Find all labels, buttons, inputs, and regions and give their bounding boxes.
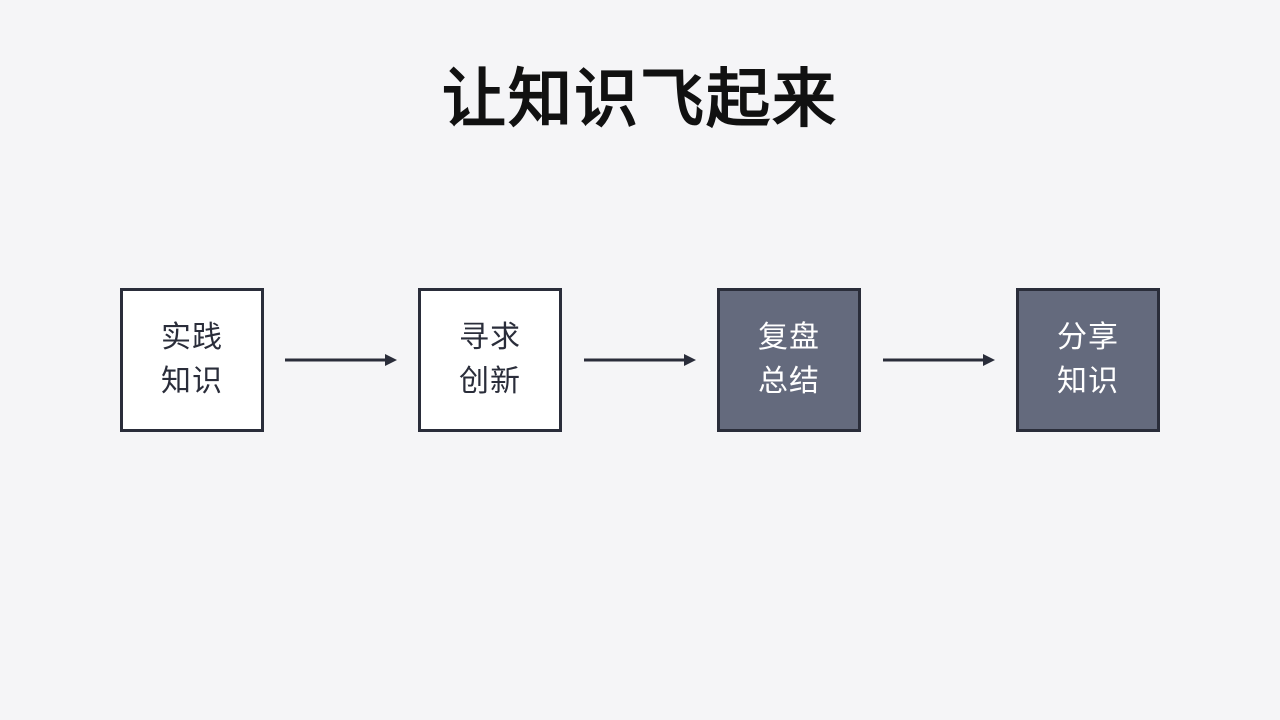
step-label-line2: 总结 bbox=[758, 364, 820, 399]
step-label-line2: 知识 bbox=[1057, 364, 1119, 399]
step-label-line2: 创新 bbox=[459, 364, 521, 399]
step-label-line2: 知识 bbox=[161, 364, 223, 399]
page-title: 让知识飞起来 bbox=[442, 63, 838, 137]
step-label-line1: 寻求 bbox=[459, 320, 521, 355]
step-label-line1: 复盘 bbox=[758, 320, 820, 355]
step-review-summary: 复盘 总结 bbox=[717, 288, 861, 432]
step-share-knowledge: 分享 知识 bbox=[1016, 288, 1160, 432]
arrow-right-icon bbox=[584, 354, 696, 366]
step-label-line1: 分享 bbox=[1057, 320, 1119, 355]
step-label-line1: 实践 bbox=[161, 320, 223, 355]
step-seek-innovation: 寻求 创新 bbox=[418, 288, 562, 432]
arrow-right-icon bbox=[883, 354, 995, 366]
arrow-right-icon bbox=[285, 354, 397, 366]
step-practice-knowledge: 实践 知识 bbox=[120, 288, 264, 432]
